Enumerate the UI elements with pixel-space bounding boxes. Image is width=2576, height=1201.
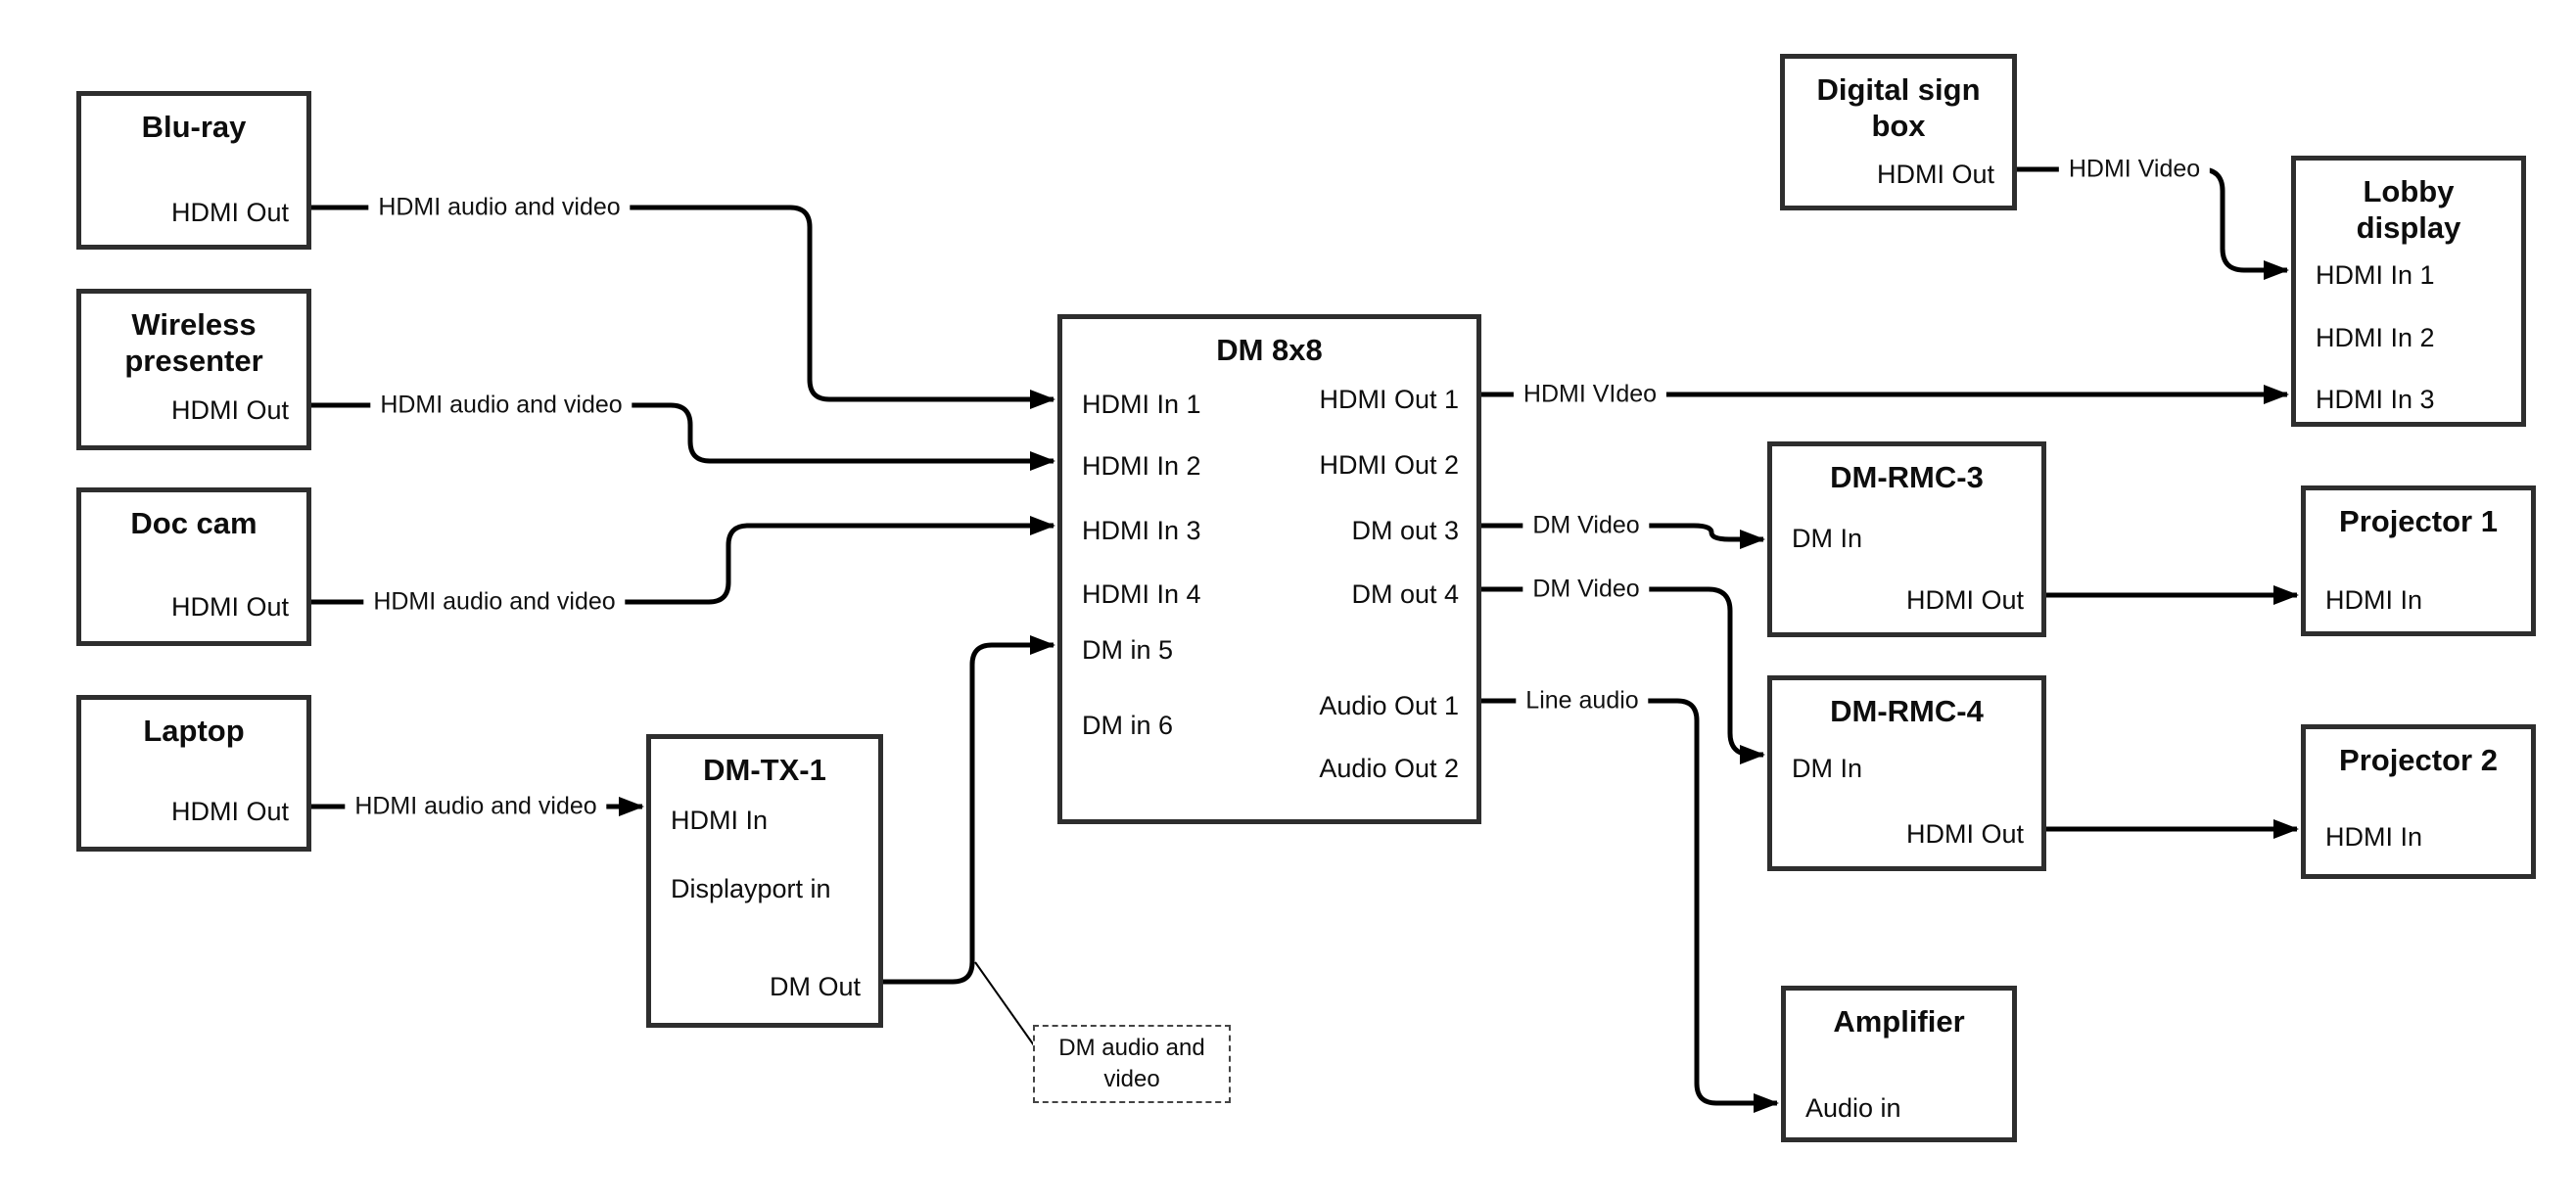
port-dm-tx-1-displayport-in: Displayport in — [671, 874, 831, 903]
port-dm-rmc-4-hdmi-out: HDMI Out — [1905, 819, 2024, 849]
port-dm-8x8-audio-out-2: Audio Out 2 — [1319, 754, 1459, 783]
port-lobby-display-hdmi-in-2: HDMI In 2 — [2316, 323, 2435, 352]
port-lobby-display-hdmi-in-1: HDMI In 1 — [2316, 260, 2435, 290]
node-title-dm-rmc-3: DM-RMC-3 — [1830, 460, 1984, 494]
port-dm-8x8-hdmi-in-1: HDMI In 1 — [1082, 390, 1201, 419]
port-dm-rmc-3-dm-in: DM In — [1792, 524, 1863, 553]
port-dm-8x8-hdmi-out-1: HDMI Out 1 — [1319, 385, 1459, 414]
node-title-projector-1: Projector 1 — [2339, 504, 2498, 538]
note-dm-audio-and-video[interactable]: DM audio and video — [1033, 1025, 1231, 1103]
port-lobby-display-hdmi-in-3: HDMI In 3 — [2316, 385, 2435, 414]
port-dm-tx-1-dm-out: DM Out — [769, 972, 861, 1001]
wire-label-hdmi-audio-and-video-1: HDMI audio and video — [370, 391, 632, 420]
node-title-blu-ray: Blu-ray — [141, 110, 247, 144]
port-blu-ray-hdmi-out: HDMI Out — [170, 198, 289, 227]
callout-line-dm-audio-video — [974, 961, 1035, 1046]
wire-label-hdmi-video-4: HDMI VIdeo — [1513, 380, 1667, 409]
node-projector-2[interactable]: Projector 2 HDMI In — [2301, 724, 2536, 879]
port-projector-1-hdmi-in: HDMI In — [2325, 585, 2423, 615]
wire-dmtx1-to-dm8x8-in5 — [883, 635, 1055, 985]
port-dm-8x8-hdmi-out-2: HDMI Out 2 — [1319, 450, 1459, 480]
node-dm-rmc-4[interactable]: DM-RMC-4 DM In HDMI Out — [1767, 675, 2046, 871]
node-title-digital-sign-box: Digital sign box — [1816, 72, 1981, 144]
node-title-projector-2: Projector 2 — [2339, 743, 2498, 777]
wire-doccam-to-dm8x8-in3 — [311, 516, 1055, 605]
wire-label-line-audio-7: Line audio — [1516, 686, 1649, 716]
node-title-lobby-display: Lobby display — [2356, 174, 2461, 246]
wire-label-hdmi-audio-and-video-2: HDMI audio and video — [363, 587, 626, 617]
node-title-wireless-presenter: Wireless presenter — [124, 307, 263, 379]
port-dm-8x8-hdmi-in-3: HDMI In 3 — [1082, 516, 1201, 545]
wire-label-dm-video-5: DM Video — [1522, 511, 1650, 540]
port-dm-8x8-dm-out-4: DM out 4 — [1351, 579, 1459, 609]
wire-digitalsign-to-lobby-in1 — [2017, 166, 2289, 280]
port-dm-8x8-dm-in-6: DM in 6 — [1082, 711, 1174, 740]
node-projector-1[interactable]: Projector 1 HDMI In — [2301, 485, 2536, 636]
node-title-dm-rmc-4: DM-RMC-4 — [1830, 694, 1984, 728]
port-laptop-hdmi-out: HDMI Out — [170, 797, 289, 826]
wire-wireless-to-dm8x8-in2 — [311, 402, 1055, 471]
port-dm-8x8-hdmi-in-4: HDMI In 4 — [1082, 579, 1201, 609]
node-title-amplifier: Amplifier — [1833, 1004, 1965, 1039]
port-doc-cam-hdmi-out: HDMI Out — [170, 592, 289, 622]
wire-label-dm-video-6: DM Video — [1522, 575, 1650, 604]
port-dm-rmc-3-hdmi-out: HDMI Out — [1905, 585, 2024, 615]
port-projector-2-hdmi-in: HDMI In — [2325, 822, 2423, 852]
wire-dm8x8-out3-to-dmrmc3 — [1481, 523, 1765, 549]
port-dm-8x8-dm-in-5: DM in 5 — [1082, 635, 1174, 665]
wire-dm8x8-out4-to-dmrmc4 — [1481, 586, 1765, 764]
port-digital-sign-box-hdmi-out: HDMI Out — [1876, 160, 1994, 189]
node-dm-rmc-3[interactable]: DM-RMC-3 DM In HDMI Out — [1767, 441, 2046, 637]
node-title-laptop: Laptop — [143, 714, 245, 748]
node-title-doc-cam: Doc cam — [130, 506, 258, 540]
port-wireless-presenter-hdmi-out: HDMI Out — [170, 395, 289, 425]
node-title-dm-8x8: DM 8x8 — [1216, 333, 1323, 367]
wire-bluray-to-dm8x8-in1 — [311, 205, 1055, 409]
port-amplifier-audio-in: Audio in — [1805, 1093, 1901, 1123]
wire-label-hdmi-video-8: HDMI Video — [2058, 155, 2211, 184]
port-dm-8x8-dm-out-3: DM out 3 — [1351, 516, 1459, 545]
port-dm-8x8-audio-out-1: Audio Out 1 — [1319, 691, 1459, 720]
wire-label-hdmi-audio-and-video-0: HDMI audio and video — [368, 193, 631, 222]
wire-label-hdmi-audio-and-video-3: HDMI audio and video — [345, 792, 607, 821]
node-title-dm-tx-1: DM-TX-1 — [703, 753, 826, 787]
wire-dm8x8-audio1-to-amplifier — [1481, 698, 1779, 1113]
port-dm-tx-1-hdmi-in: HDMI In — [671, 806, 769, 835]
port-dm-8x8-hdmi-in-2: HDMI In 2 — [1082, 451, 1201, 481]
port-dm-rmc-4-dm-in: DM In — [1792, 754, 1863, 783]
